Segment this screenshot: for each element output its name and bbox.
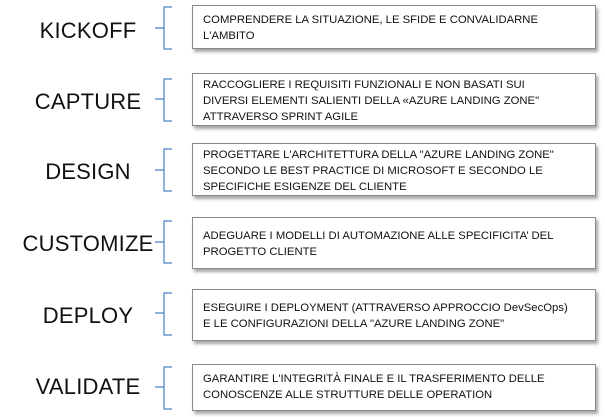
brace-icon (155, 148, 172, 192)
phase-description: COMPRENDERE LA SITUAZIONE, LE SFIDE E CO… (192, 5, 596, 49)
brace-icon (155, 220, 172, 264)
phase-description: ESEGUIRE I DEPLOYMENT (ATTRAVERSO APPROC… (192, 289, 596, 341)
brace-icon (155, 292, 172, 336)
phase-label: DEPLOY (42, 303, 134, 328)
phase-label: CUSTOMIZE (22, 231, 154, 256)
phase-description: RACCOGLIERE I REQUISITI FUNZIONALI E NON… (192, 73, 596, 126)
phase-label: KICKOFF (39, 18, 137, 43)
phase-description: ADEGUARE I MODELLI DI AUTOMAZIONE ALLE S… (192, 217, 596, 269)
phase-label: VALIDATE (35, 374, 141, 399)
phase-description: PROGETTARE L'ARCHITETTURA DELLA "AZURE L… (192, 143, 596, 196)
brace-icon (155, 78, 172, 122)
phase-label: DESIGN (45, 159, 131, 184)
brace-icon (155, 6, 172, 50)
phase-label: CAPTURE (34, 89, 142, 114)
phase-description: GARANTIRE L'INTEGRITÀ FINALE E IL TRASFE… (192, 364, 596, 411)
brace-icon (155, 366, 172, 410)
